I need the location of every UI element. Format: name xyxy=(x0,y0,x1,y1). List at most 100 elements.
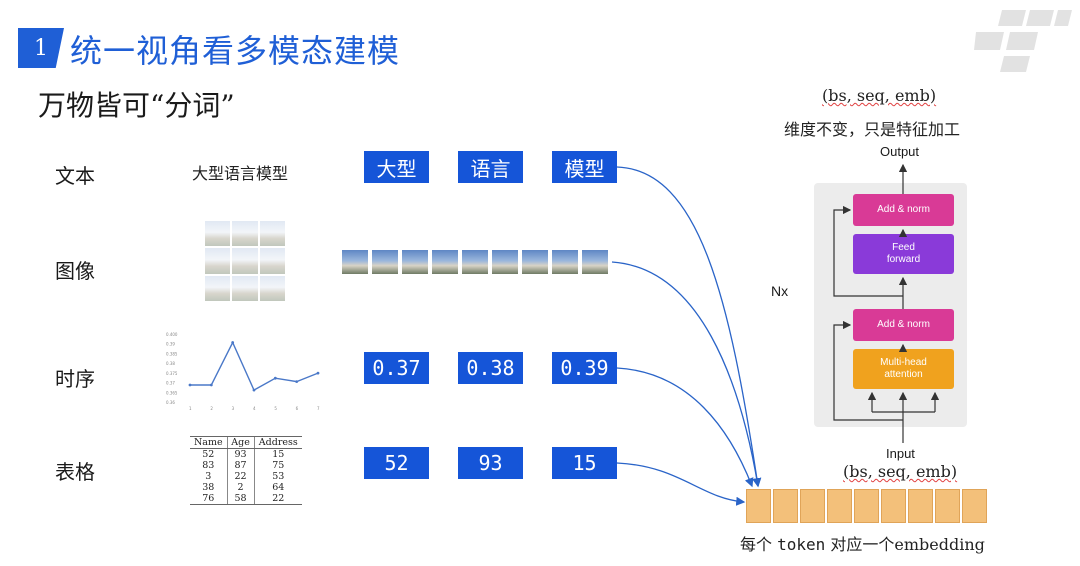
feed-forward-line2: forward xyxy=(886,254,921,265)
image-patch-token xyxy=(582,250,608,274)
image-source-grid xyxy=(205,221,285,301)
image-grid-cell xyxy=(232,221,258,247)
timeseries-x-tick: 1 xyxy=(189,406,192,411)
table-cell: 52 xyxy=(202,449,215,460)
embedding-cell xyxy=(773,489,798,523)
timeseries-y-tick: 0.37 xyxy=(166,381,175,386)
embedding-cell xyxy=(881,489,906,523)
table-cell: 53 xyxy=(253,471,302,482)
table-token-3: 15 xyxy=(552,447,617,479)
table-cell: 64 xyxy=(253,482,302,493)
timeseries-point xyxy=(188,383,192,387)
table-cell: 2 xyxy=(226,482,255,493)
timeseries-x-tick: 4 xyxy=(253,406,256,411)
text-token-3: 模型 xyxy=(552,151,617,183)
add-norm-bottom-block: Add & norm xyxy=(853,309,954,341)
image-grid-cell xyxy=(205,275,231,301)
timeseries-point xyxy=(231,341,235,344)
table-header-row: Name Age Address xyxy=(190,436,302,449)
image-patch-token xyxy=(522,250,548,274)
timeseries-y-tick: 0.400 xyxy=(166,332,178,337)
timeseries-point xyxy=(252,388,256,392)
timeseries-y-tick: 0.36 xyxy=(166,400,175,405)
image-patch-token xyxy=(432,250,458,274)
timeseries-point xyxy=(273,376,277,380)
table-cell: 3 xyxy=(205,471,212,482)
timeseries-x-tick: 7 xyxy=(317,406,320,411)
embedding-cell xyxy=(962,489,987,523)
timeseries-x-tick: 5 xyxy=(274,406,277,411)
image-patch-token xyxy=(402,250,428,274)
section-number: 1 xyxy=(34,35,48,61)
image-grid-cell xyxy=(259,275,285,301)
image-grid-cell xyxy=(259,248,285,274)
timeseries-token-1: 0.37 xyxy=(364,352,429,384)
timeseries-point xyxy=(316,371,320,375)
bottom-shape-text: (bs, seq, emb) xyxy=(843,462,958,481)
timeseries-x-tick: 2 xyxy=(210,406,213,411)
timeseries-x-tick: 6 xyxy=(296,406,299,411)
table-cell: 75 xyxy=(253,460,302,471)
text-token-1: 大型 xyxy=(364,151,429,183)
embedding-cell xyxy=(800,489,825,523)
timeseries-y-tick: 0.365 xyxy=(166,390,178,395)
table-cell: 76 xyxy=(190,493,228,505)
table-cell: 83 xyxy=(202,460,215,471)
source-data-table: Name Age Address 52 93 15 83 87 75 3 22 … xyxy=(190,436,302,505)
output-label: Output xyxy=(880,144,920,159)
text-token-2: 语言 xyxy=(458,151,523,183)
timeseries-point xyxy=(209,383,213,387)
table-cell: 93 xyxy=(226,448,255,460)
table-token-1: 52 xyxy=(364,447,429,479)
embedding-caption-suffix: 对应一个embedding xyxy=(830,535,985,554)
table-flow-arrow xyxy=(616,462,746,506)
feed-forward-block: Feed forward xyxy=(853,234,954,274)
table-cell: 22 xyxy=(226,471,255,482)
section-title: 统一视角看多模态建模 xyxy=(70,32,401,70)
section-number-badge: 1 xyxy=(18,28,64,68)
timeseries-flow-arrow xyxy=(616,367,754,488)
add-norm-top-block: Add & norm xyxy=(853,194,954,226)
text-flow-arrow xyxy=(616,166,762,488)
row-label-table: 表格 xyxy=(55,460,95,484)
embedding-caption-prefix: 每个 xyxy=(740,535,773,554)
input-label: Input xyxy=(886,446,915,461)
image-patch-token xyxy=(372,250,398,274)
image-grid-cell xyxy=(232,248,258,274)
table-header-cell: Name xyxy=(190,436,228,449)
table-cell: 22 xyxy=(253,493,302,505)
image-flow-arrow xyxy=(611,261,762,488)
attention-line2: attention xyxy=(884,369,923,380)
attention-line1: Multi-head xyxy=(880,357,927,368)
image-grid-cell xyxy=(259,221,285,247)
embedding-cell xyxy=(746,489,771,523)
table-row: 3 22 53 xyxy=(190,471,302,482)
table-header-cell: Age xyxy=(226,436,255,449)
table-cell: 38 xyxy=(202,482,215,493)
page-subtitle: 万物皆可“分词” xyxy=(38,89,235,122)
multi-head-attention-block: Multi-head attention xyxy=(853,349,954,389)
top-shape-label: (bs, seq, emb) xyxy=(822,86,936,105)
image-patch-token xyxy=(552,250,578,274)
table-row: 38 2 64 xyxy=(190,482,302,493)
embedding-cell xyxy=(935,489,960,523)
row-label-timeseries: 时序 xyxy=(55,367,95,391)
image-patch-token xyxy=(462,250,488,274)
embedding-cell xyxy=(827,489,852,523)
image-grid-cell xyxy=(205,221,231,247)
timeseries-y-tick: 0.375 xyxy=(166,371,178,376)
timeseries-y-tick: 0.385 xyxy=(166,351,178,356)
table-cell: 87 xyxy=(226,460,255,471)
table-row: 76 58 22 xyxy=(190,493,302,505)
table-header-cell: Address xyxy=(253,436,302,449)
table-cell: 15 xyxy=(253,448,302,460)
timeseries-x-tick: 3 xyxy=(232,406,235,411)
image-patch-token xyxy=(342,250,368,274)
embedding-caption-token: token xyxy=(777,535,826,554)
timeseries-line xyxy=(190,340,319,392)
repeat-label: Nx xyxy=(771,283,789,299)
image-grid-cell xyxy=(205,248,231,274)
timeseries-y-tick: 0.39 xyxy=(166,342,175,347)
top-shape-text: (bs, seq, emb) xyxy=(822,86,937,105)
